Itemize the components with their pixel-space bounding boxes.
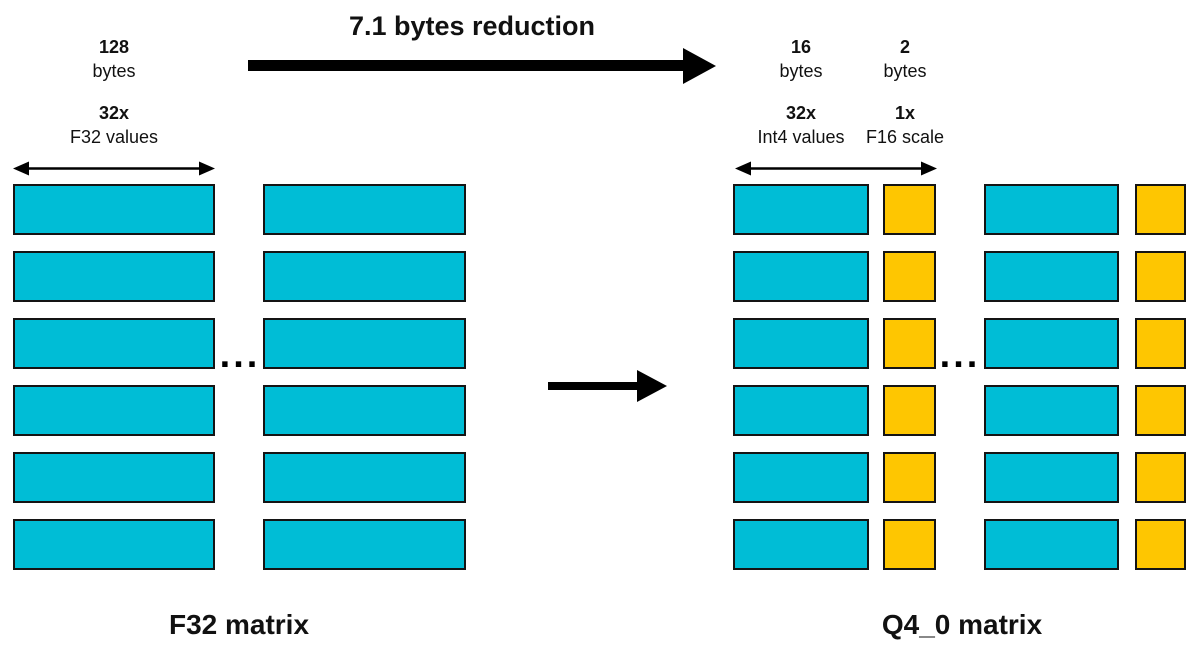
f32-values-block: [13, 251, 215, 302]
f16-scale-block: [1135, 519, 1186, 570]
f16-scale-block: [1135, 452, 1186, 503]
left-ellipsis: ...: [219, 334, 261, 376]
int4-width-unit: Int4 values: [757, 127, 845, 147]
int4-values-block: [733, 385, 869, 436]
f16-scale-block: [883, 184, 936, 235]
f32-values-block: [263, 318, 466, 369]
int4-values-block: [984, 251, 1119, 302]
f32-width-label: 32x F32 values: [70, 101, 158, 149]
f16-scale-block: [1135, 184, 1186, 235]
scale-width-value: 1x: [894, 103, 916, 123]
int4-values-block: [733, 452, 869, 503]
f16-scale-block: [1135, 318, 1186, 369]
f32-values-block: [263, 519, 466, 570]
int4-size-unit: bytes: [779, 61, 823, 81]
matrix-row: [13, 385, 466, 436]
f32-values-block: [263, 251, 466, 302]
f16-scale-block: [1135, 385, 1186, 436]
f16-scale-block: [1135, 251, 1186, 302]
int4-values-block: [984, 318, 1119, 369]
int4-values-block: [733, 251, 869, 302]
f32-values-block: [13, 385, 215, 436]
matrix-row: [13, 184, 466, 235]
scale-width-label: 1x F16 scale: [866, 101, 944, 149]
scale-size-label: 2 bytes: [883, 35, 926, 83]
f32-matrix-caption: F32 matrix: [168, 609, 310, 640]
f32-values-block: [13, 519, 215, 570]
q4-0-matrix: [733, 184, 1186, 570]
f32-size-label: 128 bytes: [92, 35, 135, 83]
int4-values-block: [733, 184, 869, 235]
f32-values-block: [263, 385, 466, 436]
q4-0-matrix-caption: Q4_0 matrix: [881, 609, 1043, 640]
f16-scale-block: [883, 318, 936, 369]
reduction-arrow-head-icon: [683, 48, 716, 84]
scale-width-unit: F16 scale: [865, 127, 945, 147]
f32-width-unit: F32 values: [69, 127, 159, 147]
block-width-arrow-icon: [13, 161, 215, 176]
f16-scale-block: [883, 452, 936, 503]
int4-values-block: [984, 519, 1119, 570]
f32-values-block: [263, 184, 466, 235]
f32-width-value: 32x: [98, 103, 130, 123]
int4-values-block: [733, 519, 869, 570]
f32-matrix: [13, 184, 466, 570]
int4-size-label: 16 bytes: [779, 35, 822, 83]
matrix-row: [733, 251, 1186, 302]
reduction-arrow-icon: [248, 60, 683, 71]
matrix-row: [733, 452, 1186, 503]
matrix-row: [733, 184, 1186, 235]
int4-width-label: 32x Int4 values: [757, 101, 844, 149]
int4-values-block: [984, 452, 1119, 503]
block-width-arrow-icon: [735, 161, 937, 176]
int4-values-block: [984, 385, 1119, 436]
matrix-row: [13, 452, 466, 503]
reduction-title: 7.1 bytes reduction: [348, 11, 596, 41]
int4-width-value: 32x: [785, 103, 817, 123]
transform-arrow-head-icon: [637, 370, 667, 402]
matrix-row: [13, 519, 466, 570]
f16-scale-block: [883, 385, 936, 436]
matrix-row: [733, 318, 1186, 369]
f16-scale-block: [883, 519, 936, 570]
f32-values-block: [13, 184, 215, 235]
matrix-row: [733, 519, 1186, 570]
f32-values-block: [13, 318, 215, 369]
int4-size-value: 16: [790, 37, 812, 57]
f32-size-value: 128: [98, 37, 130, 57]
int4-values-block: [733, 318, 869, 369]
f32-values-block: [263, 452, 466, 503]
f32-size-unit: bytes: [92, 61, 136, 81]
matrix-row: [13, 251, 466, 302]
right-ellipsis: ...: [939, 334, 981, 376]
f16-scale-block: [883, 251, 936, 302]
scale-size-unit: bytes: [883, 61, 927, 81]
matrix-row: [13, 318, 466, 369]
f32-values-block: [13, 452, 215, 503]
int4-values-block: [984, 184, 1119, 235]
scale-size-value: 2: [899, 37, 910, 57]
transform-arrow-icon: [548, 382, 638, 390]
matrix-row: [733, 385, 1186, 436]
